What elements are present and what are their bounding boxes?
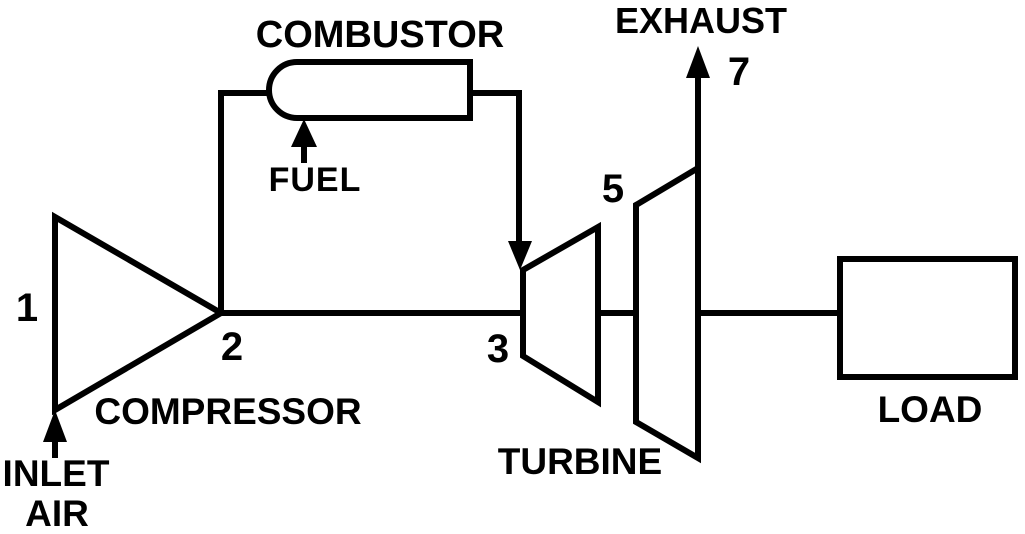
inlet-air-arrow-head	[43, 410, 67, 442]
load-label: LOAD	[878, 389, 983, 430]
compressor-discharge-pipe	[218, 90, 272, 313]
turbine-label: TURBINE	[498, 441, 662, 482]
station-label-3: 3	[487, 327, 509, 371]
station-label-7: 7	[728, 50, 750, 94]
combustor-label: COMBUSTOR	[256, 14, 504, 56]
combustor-outlet-arrow-head	[508, 241, 532, 270]
fuel-arrow-head	[291, 119, 317, 147]
load-shape	[837, 256, 1018, 380]
station-label-2: 2	[221, 325, 243, 369]
combustor-shape	[266, 59, 473, 121]
station-label-1: 1	[16, 286, 38, 330]
station-label-5: 5	[602, 167, 624, 211]
fuel-label: FUEL	[269, 161, 362, 199]
exhaust-label: EXHAUST	[615, 0, 787, 41]
compressor-label: COMPRESSOR	[94, 391, 361, 432]
turbine-shape	[520, 221, 601, 408]
combustor-outlet-pipe	[470, 90, 522, 243]
exhaust-arrow-head	[686, 46, 710, 78]
compressor-shape	[52, 211, 227, 416]
inlet-air-label-line2: AIR	[25, 493, 89, 534]
power-turbine-shape	[633, 162, 701, 464]
inlet-air-label-line1: INLET	[3, 453, 110, 494]
